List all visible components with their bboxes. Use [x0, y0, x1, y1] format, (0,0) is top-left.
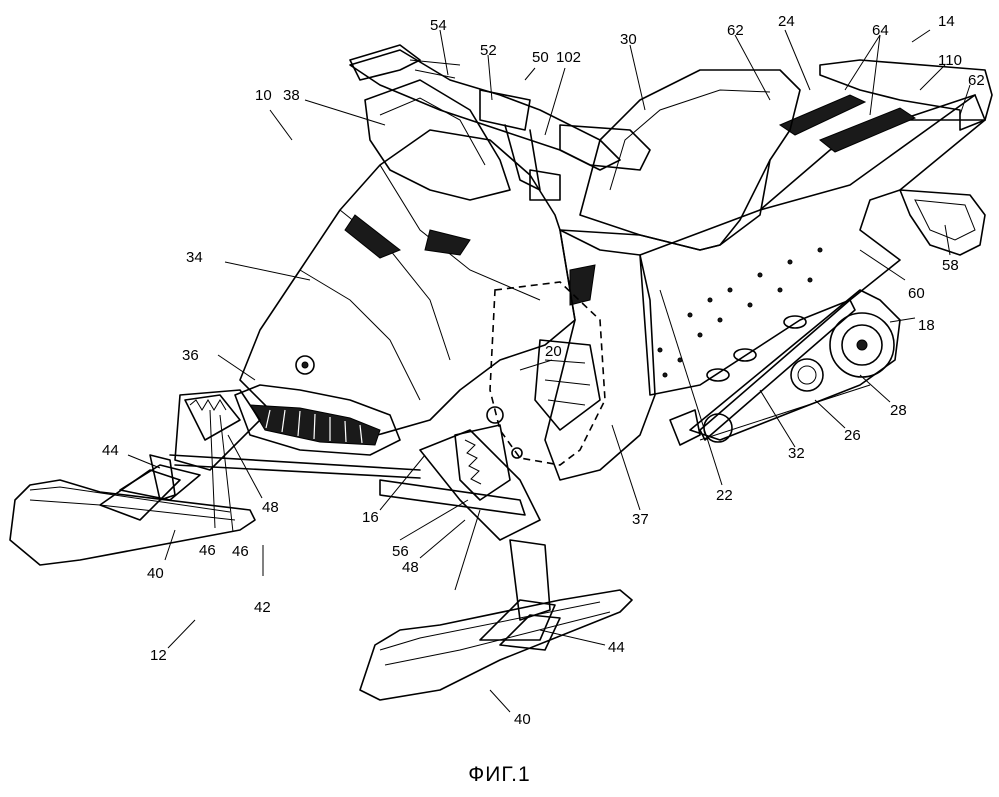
leader-38 — [305, 100, 385, 125]
ref-numeral-r50: 50 — [532, 49, 549, 66]
ref-numeral-r62b: 62 — [968, 72, 985, 89]
right-spring — [465, 440, 481, 484]
rear-tunnel — [640, 95, 985, 395]
leader-14 — [912, 30, 930, 42]
leader-18 — [890, 318, 915, 322]
ref-numeral-r102: 102 — [556, 49, 581, 66]
ref-numeral-r10: 10 — [255, 87, 272, 104]
ref-numeral-r48b: 48 — [402, 559, 419, 576]
engine-hidden-outline — [490, 282, 605, 465]
ref-numeral-r42: 42 — [254, 599, 271, 616]
leader-56 — [400, 500, 468, 540]
ref-numeral-r16: 16 — [362, 509, 379, 526]
ref-numeral-r110: 110 — [938, 52, 962, 69]
leader-10 — [270, 110, 292, 140]
side-vent-slats — [545, 360, 590, 405]
ref-numeral-r64: 64 — [872, 22, 889, 39]
figure-caption: ФИГ.1 — [0, 763, 999, 787]
leader-48a — [228, 435, 262, 498]
handlebar-cover — [530, 170, 560, 200]
ref-numeral-r46b: 46 — [232, 543, 249, 560]
ref-numeral-r62a: 62 — [727, 22, 744, 39]
leader-20 — [520, 360, 552, 370]
ref-numeral-r40a: 40 — [147, 565, 164, 582]
throttle-lever — [410, 60, 460, 78]
ref-numeral-r14: 14 — [938, 13, 955, 30]
ref-numeral-r34: 34 — [186, 249, 203, 266]
ref-numeral-r26: 26 — [844, 427, 861, 444]
leader-54 — [440, 30, 448, 75]
leader-50 — [525, 68, 535, 80]
leader-48b — [420, 520, 465, 558]
ref-numeral-r24: 24 — [778, 13, 795, 30]
ref-numeral-r12: 12 — [150, 647, 167, 664]
snowmobile-illustration — [10, 45, 992, 700]
ref-numeral-r22: 22 — [716, 487, 733, 504]
leader-40a — [165, 530, 175, 560]
hood-accent-dark-2 — [425, 230, 470, 255]
ref-numeral-r37: 37 — [632, 511, 649, 528]
leader-62a — [735, 35, 770, 100]
right-a-arm — [420, 430, 540, 540]
right-spindle — [510, 540, 550, 620]
tunnel-bracket — [670, 410, 700, 445]
leader-28 — [860, 375, 890, 402]
ref-numeral-r32: 32 — [788, 445, 805, 462]
handlebar-clamp — [480, 90, 530, 130]
right-ski-top — [380, 602, 610, 665]
hood — [240, 130, 575, 440]
leader-40b — [490, 690, 510, 712]
ref-numeral-r28: 28 — [890, 402, 907, 419]
handlebar-grip-right — [560, 125, 650, 170]
ref-numeral-r36: 36 — [182, 347, 199, 364]
ref-numeral-r44a: 44 — [102, 442, 119, 459]
leader-46c — [455, 510, 480, 590]
ref-numeral-r44b: 44 — [608, 639, 625, 656]
ref-numeral-r46a: 46 — [199, 542, 216, 559]
leader-46b — [220, 415, 233, 532]
ref-numeral-r30: 30 — [620, 31, 637, 48]
leader-64b — [870, 35, 880, 115]
leader-26 — [815, 400, 845, 428]
hood-ridge-left — [300, 270, 420, 400]
left-spring — [190, 400, 226, 410]
ref-numeral-r56: 56 — [392, 543, 409, 560]
leader-24 — [785, 30, 810, 90]
rear-light-detail — [915, 200, 975, 240]
left-ski-saddle — [120, 465, 200, 500]
seat — [580, 70, 800, 250]
windshield — [365, 80, 510, 200]
ref-numeral-r38: 38 — [283, 87, 300, 104]
hood-ridge-right — [380, 165, 540, 300]
right-ski — [360, 590, 632, 700]
leader-12 — [168, 620, 195, 648]
leader-30 — [630, 45, 645, 110]
leader-22 — [660, 290, 722, 485]
leader-44b — [540, 630, 605, 645]
ref-numeral-r40b: 40 — [514, 711, 531, 728]
ref-numeral-r18: 18 — [918, 317, 935, 334]
left-tie-rod — [170, 455, 420, 478]
leader-16 — [380, 455, 425, 510]
hood-accent-dark — [345, 215, 400, 258]
ref-numeral-r60: 60 — [908, 285, 925, 302]
leader-60 — [860, 250, 905, 280]
side-grille — [570, 265, 595, 305]
leader-34 — [225, 262, 310, 280]
leader-52 — [488, 55, 492, 100]
ref-numeral-r48a: 48 — [262, 499, 279, 516]
ref-numeral-r52: 52 — [480, 42, 497, 59]
leader-64a — [845, 35, 880, 90]
mid-idler-wheel — [791, 359, 823, 391]
reference-numerals: 10 12 14 16 18 20 22 24 26 28 30 32 34 36 37 38 40 40 42 44… — [102, 13, 985, 728]
ref-numeral-r20: 20 — [545, 343, 562, 360]
leader-36 — [218, 355, 255, 380]
ref-numeral-r54: 54 — [430, 17, 447, 34]
ref-numeral-r58: 58 — [942, 257, 959, 274]
